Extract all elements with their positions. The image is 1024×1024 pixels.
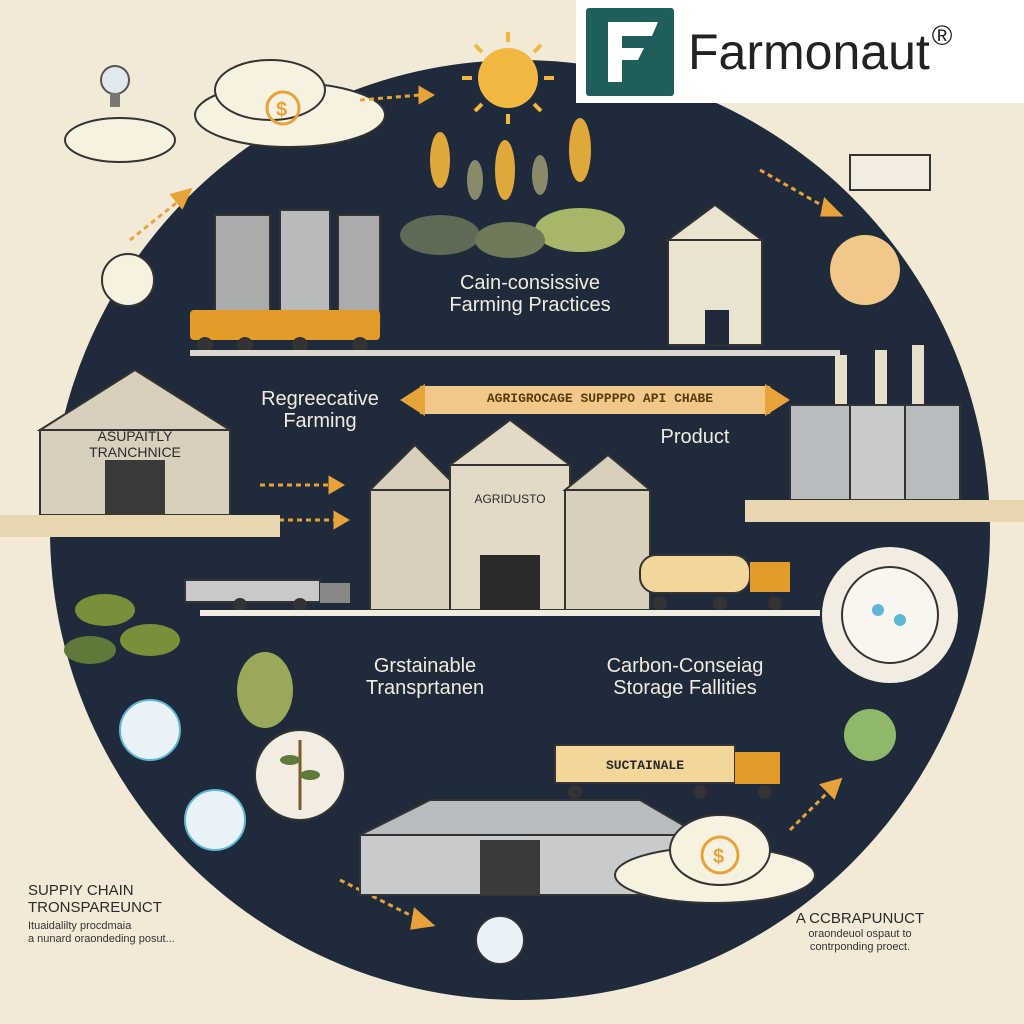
brand-name: Farmonaut (688, 23, 930, 80)
label-byproduct-sub-line1: oraondeuol ospaut to (808, 928, 912, 940)
label-byproduct: A CCBRAPUNUCT (795, 910, 925, 927)
coin-icon (830, 235, 900, 305)
label-practices-line2: Farming Practices (449, 294, 611, 316)
label-warehouse-line1: ASUPAITLY (97, 428, 173, 444)
label-product: Product (660, 426, 730, 448)
label-byproduct-sub: oraondeuol ospaut to contrponding proect… (760, 928, 960, 954)
label-storage-line2: Storage Fallities (613, 677, 757, 699)
label-regenerative: Regreecative Farming (240, 388, 400, 432)
truck-bottom (554, 744, 780, 799)
label-regenerative-line2: Farming (283, 410, 357, 432)
label-regenerative-line1: Regreecative (261, 388, 379, 410)
barn-icon (664, 203, 766, 346)
svg-text:$: $ (713, 846, 724, 868)
label-practices: Cain-consissive Farming Practices (420, 272, 640, 316)
label-supply-chain-sub-line2: a nunard oraondeding posut... (28, 933, 175, 945)
label-transport-line1: Grstainable (373, 655, 477, 677)
label-supply-chain-sub-line1: Ituaidalilty procdmaia (28, 920, 132, 932)
banner-label: AGRIGROCAGE SUPPPPO API CHABE (486, 391, 714, 406)
label-storage-line1: Carbon-Conseiag (606, 655, 764, 677)
cycle-icon (101, 253, 155, 307)
label-warehouse-line2: TRANCHNICE (89, 444, 181, 460)
label-transport: Grstainable Transprtanen (330, 655, 520, 699)
wheat-icon (400, 118, 625, 258)
farmonaut-logo-icon (586, 7, 674, 96)
gear-icon (822, 547, 958, 683)
cloud-dollar-icon: $ (194, 59, 386, 148)
truck-icon (184, 554, 790, 612)
label-practices-line1: Cain-consissive (459, 272, 601, 294)
label-agribusiness: AGRIDUSTO (474, 492, 546, 506)
label-warehouse: ASUPAITLY TRANCHNICE (50, 428, 220, 460)
recycle-icon (475, 915, 525, 965)
registered-mark: ® (931, 19, 953, 51)
label-supply-chain-line2: TRONSPAREUNCT (28, 899, 162, 916)
warehouse-bottom (359, 799, 704, 896)
label-supply-chain: SUPPIY CHAIN TRONSPAREUNCT (28, 882, 228, 916)
agribusiness-building (367, 418, 653, 611)
svg-text:$: $ (276, 99, 287, 121)
brand-logo: Farmonaut ® (576, 0, 1024, 103)
lightbulb-icon (64, 65, 176, 163)
label-supply-chain-sub: Ituaidalilty procdmaia a nunard oraonded… (28, 920, 288, 946)
plant-circle-icon (254, 729, 346, 821)
leaf-icon (64, 594, 293, 728)
factory-icon (789, 345, 961, 501)
flow-arrows (129, 85, 844, 930)
silo-icon (214, 209, 381, 326)
label-byproduct-sub-line2: contrponding proect. (809, 941, 911, 953)
warehouse-left (36, 368, 234, 516)
box-icon (849, 154, 931, 191)
label-transport-line2: Transprtanen (365, 677, 485, 699)
globe-icon (119, 699, 896, 851)
sun-icon (462, 32, 554, 124)
tractor-icon (190, 310, 380, 353)
dollar-icon: $ (614, 814, 816, 904)
label-truck-sign: SUCTAINALE (605, 758, 684, 773)
label-supply-chain-line1: SUPPIY CHAIN (28, 882, 134, 899)
label-storage: Carbon-Conseiag Storage Fallities (575, 655, 795, 699)
